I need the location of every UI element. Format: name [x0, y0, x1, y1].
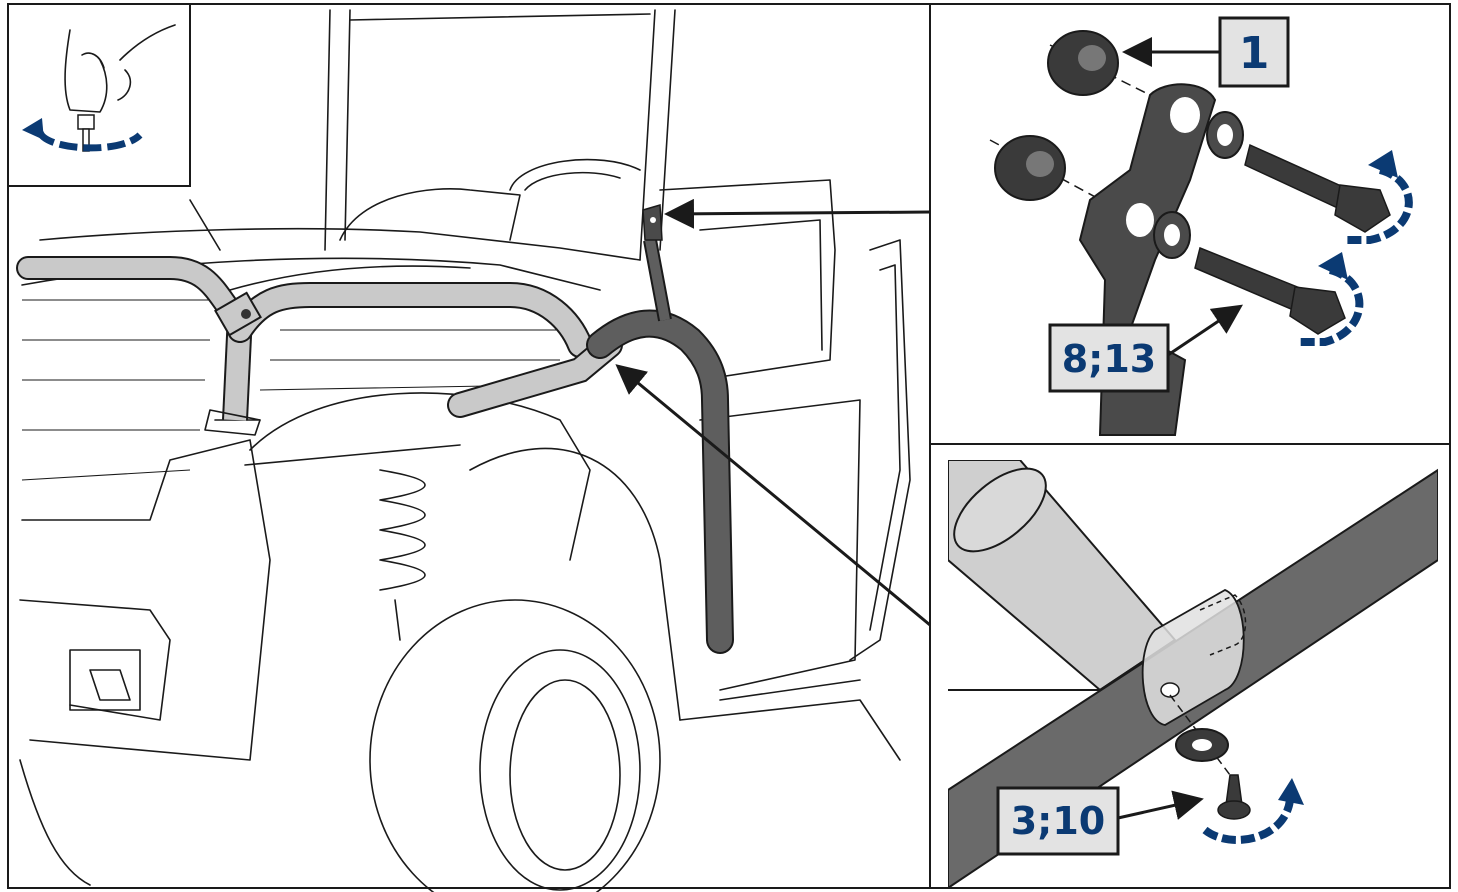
- vehicle-illustration: [16, 9, 931, 892]
- callout-label: 8;13: [1062, 337, 1157, 381]
- spacer-part: [994, 30, 1119, 201]
- inset-hand-tighten: [7, 3, 191, 187]
- bolt-part: [1194, 143, 1391, 335]
- washer-part: [1153, 111, 1244, 259]
- washer-part: [1175, 728, 1229, 762]
- pointer-arrow-icon: [1117, 790, 1204, 820]
- inset-clamp-detail: 3;10: [929, 443, 1451, 889]
- callout-label: 1: [1239, 28, 1270, 79]
- hand-tighten-icon: [64, 24, 176, 152]
- front-guard-tube-light: [16, 256, 623, 466]
- suspension-spring: [379, 469, 426, 641]
- callout-part-8-13: 8;13: [1048, 323, 1170, 393]
- callout-label: 3;10: [1011, 799, 1106, 843]
- pointer-arrow-icon: [664, 198, 931, 229]
- callout-part-3-10: 3;10: [996, 786, 1120, 856]
- rotation-arrow-icon: [1300, 252, 1364, 346]
- rotation-arrow-icon: [1345, 150, 1413, 244]
- inset-bracket-detail: 1 8;13: [929, 3, 1451, 445]
- side-guard-tube-dark: [586, 204, 734, 654]
- tube-clamp: [1141, 589, 1247, 726]
- rotation-arrow-icon: [22, 118, 143, 152]
- callout-part-1: 1: [1218, 16, 1290, 88]
- pointer-arrow-icon: [1167, 304, 1243, 357]
- pointer-arrow-icon: [615, 364, 931, 627]
- bolt-part: [1217, 774, 1251, 820]
- rotation-arrow-icon: [1202, 778, 1304, 844]
